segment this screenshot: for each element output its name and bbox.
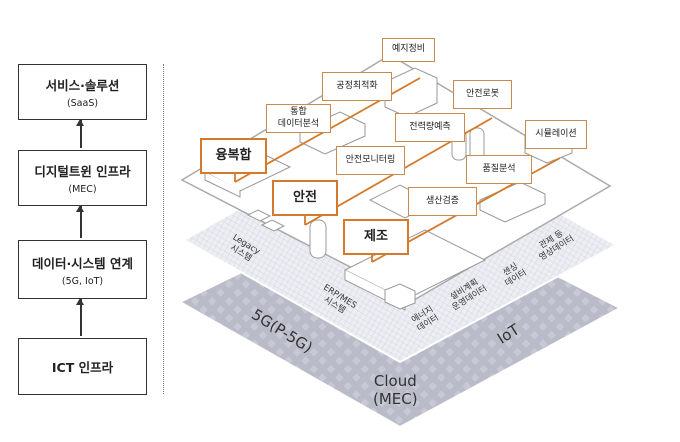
category-manufacturing: 제조 — [343, 219, 409, 255]
service-safety-monitoring: 안전모니터링 — [336, 146, 405, 175]
arrow-up — [77, 119, 83, 148]
label: (MEC) — [373, 390, 418, 408]
label: 통합 — [290, 107, 307, 118]
label-cloud: Cloud(MEC) — [373, 372, 418, 408]
label: 생산검증 — [425, 195, 460, 206]
service-quality-analysis: 품질분석 — [466, 155, 532, 184]
service-process-optimization: 공정최적화 — [322, 72, 392, 101]
category-safety: 안전 — [272, 180, 338, 216]
label: 안전모니터링 — [345, 154, 396, 165]
label: 안전로봇 — [465, 88, 500, 99]
divider-dotted — [163, 64, 164, 394]
label: 데이터분석 — [277, 118, 320, 129]
stack-sub: (5G, IoT) — [61, 275, 104, 287]
service-production-verification: 생산검증 — [408, 187, 477, 216]
service-predictive-maintenance: 예지정비 — [382, 38, 435, 62]
label: 예지정비 — [391, 44, 426, 55]
stack-saas: 서비스·솔루션 (SaaS) — [18, 64, 147, 120]
stack-sub: (SaaS) — [66, 98, 99, 109]
service-simulation: 시뮬레이션 — [525, 120, 587, 149]
label: Cloud — [373, 372, 417, 390]
label: 제조 — [364, 228, 388, 244]
label: 융복합 — [215, 147, 252, 163]
service-power-forecast: 전력량예측 — [395, 113, 465, 142]
category-convergence: 융복합 — [200, 138, 267, 174]
label: 시뮬레이션 — [535, 128, 577, 139]
arrow-up — [77, 205, 83, 238]
stack-title: 디지털트윈 인프라 — [34, 164, 131, 179]
stack-title: ICT 인프라 — [51, 360, 114, 375]
stack-ict: ICT 인프라 — [18, 338, 147, 395]
stack-title: 서비스·솔루션 — [45, 78, 120, 93]
service-safety-robot: 안전로봇 — [453, 80, 512, 109]
label: 전력량예측 — [409, 121, 451, 132]
label: 안전 — [293, 189, 317, 205]
arrow-up — [77, 298, 83, 336]
stack-title: 데이터·시스템 연계 — [31, 255, 134, 271]
label: 품질분석 — [482, 163, 516, 174]
label: 공정최적화 — [336, 80, 378, 91]
stack-sub: (MEC) — [68, 184, 97, 195]
